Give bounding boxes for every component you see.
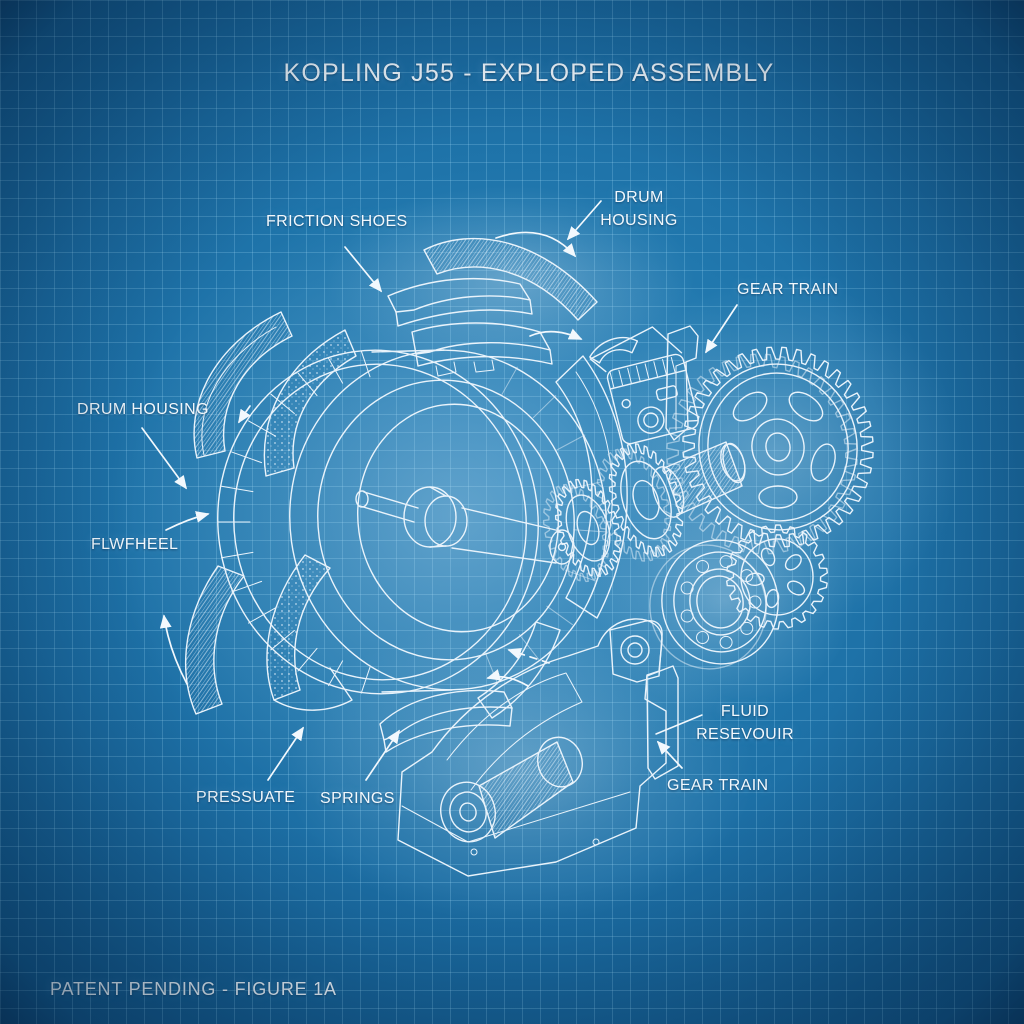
label-flywheel: FLWFHEEL: [91, 536, 179, 553]
label-springs: SPRINGS: [320, 790, 395, 807]
label-pressure-plate: PRESSUATE: [196, 789, 296, 806]
label-gear-train-top: GEAR TRAIN: [737, 281, 839, 298]
label-line: HOUSING: [600, 212, 678, 230]
label-line: FLUID: [720, 703, 770, 720]
label-drum-housing-left: DRUM HOUSING: [77, 401, 209, 418]
label-fluid-reservoir: FLUID RESEVOUIR: [696, 700, 794, 746]
label-friction-shoes: FRICTION SHOES: [266, 213, 408, 230]
figure-annotation: PATENT PENDING - FIGURE 1A: [50, 979, 337, 999]
label-drum-housing-top: DRUM HOUSING: [600, 186, 677, 232]
label-line: RESEVOUIR: [696, 726, 794, 744]
label-line: DRUM: [614, 189, 664, 206]
label-gear-train-bottom: GEAR TRAIN: [667, 777, 769, 794]
page-title: KOPLING J55 - EXPLOPED ASSEMBLY: [283, 59, 775, 87]
